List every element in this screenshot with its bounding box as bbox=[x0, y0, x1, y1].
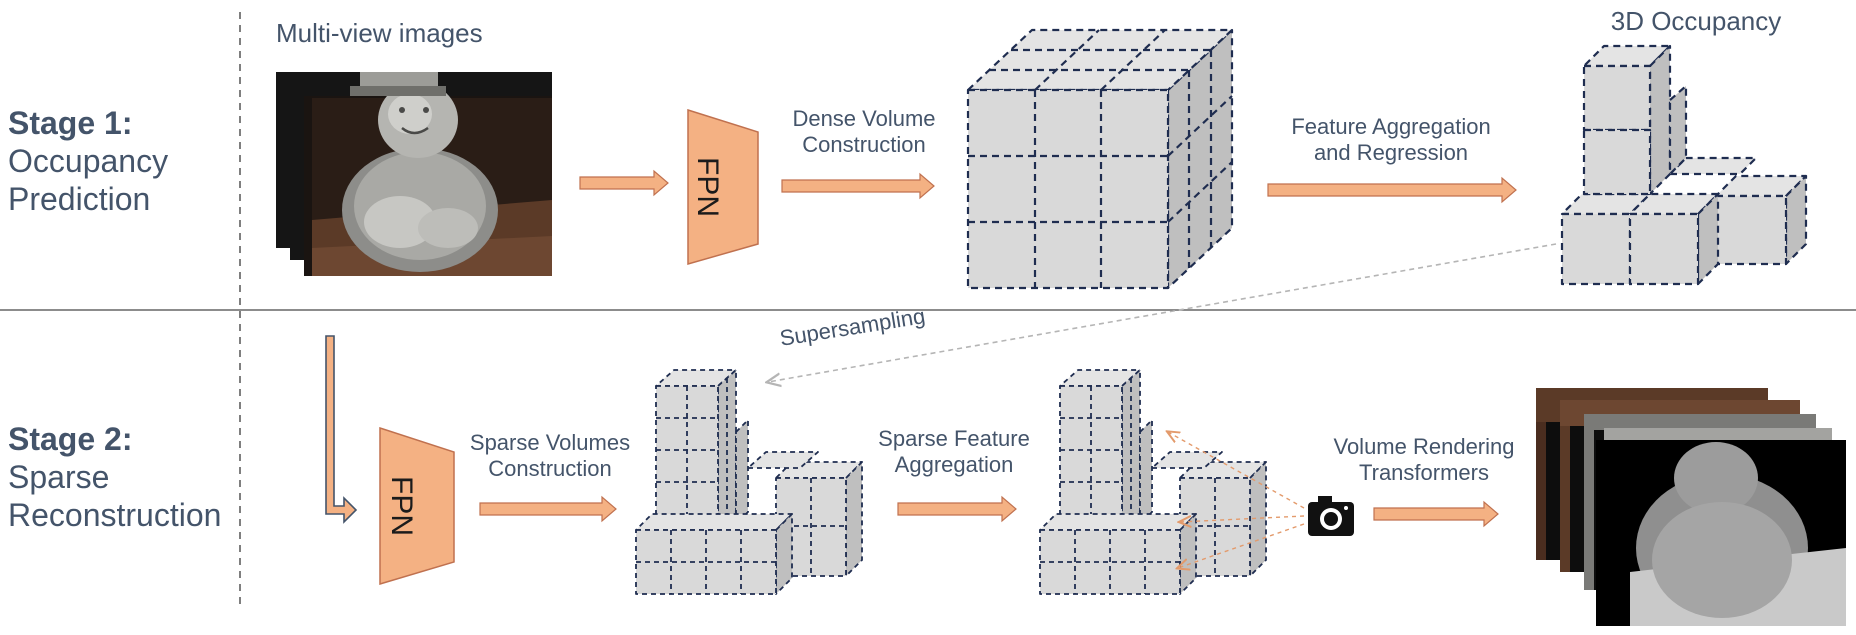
stage2-title-bold: Stage 2: bbox=[8, 421, 133, 457]
feature-aggregation-label-line1: Feature Aggregation bbox=[1291, 114, 1491, 139]
volume-rendering-label-line2: Transformers bbox=[1359, 460, 1489, 485]
fpn-label-stage1: FPN bbox=[691, 157, 724, 217]
stage1-title-line2: Occupancy bbox=[8, 143, 169, 179]
camera-icon bbox=[1308, 496, 1354, 536]
fpn-label-stage2: FPN bbox=[385, 476, 418, 536]
stage-transition-arrow bbox=[325, 335, 358, 524]
sparse-volumes-label-line1: Sparse Volumes bbox=[469, 430, 631, 455]
arrow-camera-to-output bbox=[1373, 500, 1499, 528]
stage2-title-line3: Reconstruction bbox=[8, 497, 222, 533]
sparse-volumes-label-line2: Construction bbox=[488, 456, 612, 481]
sparse-feature-label-line2: Aggregation bbox=[894, 452, 1014, 477]
stage1-title: Stage 1: Occupancy Prediction bbox=[8, 104, 168, 218]
stage1-title-bold: Stage 1: bbox=[8, 105, 133, 141]
stage1-title-line3: Prediction bbox=[8, 181, 151, 217]
arrow-sparse-to-aggregation bbox=[897, 495, 1017, 523]
camera-rays bbox=[1168, 432, 1305, 568]
arrow-images-to-fpn bbox=[579, 169, 669, 197]
volume-rendering-label-line1: Volume Rendering bbox=[1333, 434, 1515, 459]
sparse-volumes-label: Sparse Volumes Construction bbox=[452, 430, 648, 482]
sparse-volume-1 bbox=[635, 369, 863, 595]
multiview-image-stack bbox=[276, 72, 552, 276]
depth-map-stack bbox=[1536, 388, 1846, 626]
sparse-feature-label-line1: Sparse Feature bbox=[878, 426, 1030, 451]
occupancy-shape bbox=[1560, 44, 1808, 286]
arrow-dense-to-occupancy bbox=[1267, 176, 1517, 204]
dense-volume-label: Dense Volume Construction bbox=[764, 106, 964, 158]
arrow-fpn-to-dense bbox=[781, 172, 935, 200]
stage2-title-line2: Sparse bbox=[8, 459, 110, 495]
multiview-images-label: Multi-view images bbox=[276, 18, 483, 48]
occupancy-3d-label: 3D Occupancy bbox=[1610, 6, 1782, 36]
volume-rendering-label: Volume Rendering Transformers bbox=[1316, 434, 1532, 486]
stage2-title: Stage 2: Sparse Reconstruction bbox=[8, 420, 221, 534]
arrow-fpn-to-sparse bbox=[479, 495, 617, 523]
dense-volume-label-line2: Construction bbox=[802, 132, 926, 157]
sparse-feature-label: Sparse Feature Aggregation bbox=[858, 426, 1050, 478]
sparse-volume-2 bbox=[1039, 369, 1267, 595]
fpn-block-stage2: FPN bbox=[379, 426, 455, 586]
dense-volume-cube bbox=[966, 28, 1234, 290]
dense-volume-label-line1: Dense Volume bbox=[792, 106, 936, 131]
fpn-block-stage1: FPN bbox=[687, 108, 759, 265]
feature-aggregation-label-line2: and Regression bbox=[1313, 140, 1469, 165]
feature-aggregation-label: Feature Aggregation and Regression bbox=[1266, 114, 1516, 166]
supersampling-arrow bbox=[768, 243, 1557, 382]
